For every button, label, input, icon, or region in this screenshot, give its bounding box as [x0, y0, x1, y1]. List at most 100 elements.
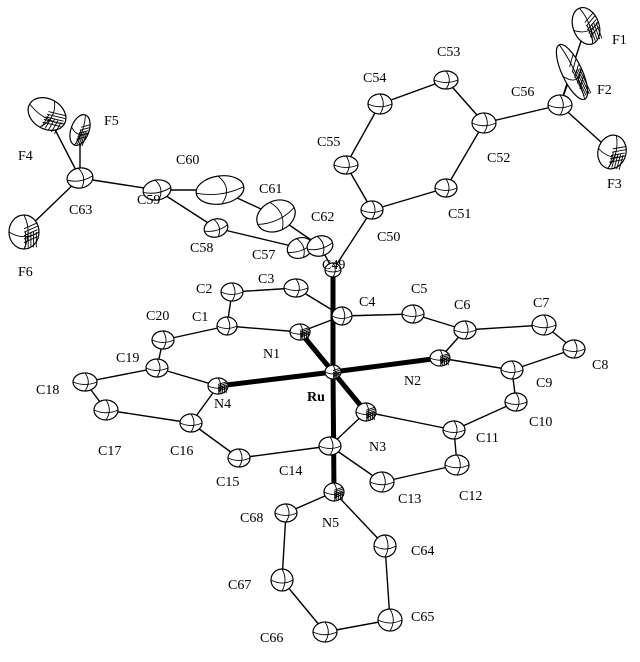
atom-c68: [274, 503, 298, 523]
atom-c6: [453, 320, 477, 340]
atom-label-c67: C67: [228, 578, 251, 593]
atom-c52: [471, 112, 497, 134]
atom-c67: [270, 568, 294, 592]
atom-label-c16: C16: [170, 444, 193, 459]
bond-ru-n5: [330, 369, 337, 495]
bond-c49-c50: [332, 209, 373, 271]
bond-ru-n2: [330, 355, 443, 375]
atom-label-c1: C1: [192, 310, 208, 325]
bond-c16-c17: [105, 409, 192, 424]
bond-c9-n2: [439, 357, 513, 371]
atom-c65: [377, 608, 403, 632]
atom-label-f3: F3: [607, 177, 622, 192]
atom-label-c68: C68: [240, 511, 263, 526]
atom-label-c63: C63: [69, 203, 92, 218]
atom-c5: [401, 304, 425, 324]
atom-label-n3: N3: [369, 440, 386, 455]
atom-c8: [562, 339, 586, 359]
atom-label-c53: C53: [437, 45, 460, 60]
bond-n1-c1: [226, 325, 301, 333]
atom-c20: [151, 330, 175, 350]
atom-label-c4: C4: [359, 295, 375, 310]
atom-label-c3: C3: [258, 272, 274, 287]
atom-label-n5: N5: [322, 516, 339, 531]
atom-c1: [216, 316, 238, 336]
atom-label-c58: C58: [190, 241, 213, 256]
atom-n1: [289, 323, 311, 341]
atom-label-ru: Ru: [307, 390, 325, 405]
atom-n3: [355, 402, 377, 422]
atom-c7: [531, 314, 557, 336]
atom-label-c6: C6: [454, 298, 470, 313]
atom-c12: [444, 454, 470, 476]
atom-c11: [442, 420, 466, 440]
atom-label-c14: C14: [279, 464, 302, 479]
atom-n5: [323, 482, 345, 502]
atom-c10: [504, 392, 528, 412]
atom-label-c2: C2: [196, 282, 212, 297]
bond-c10-c11: [453, 401, 517, 431]
atom-label-c49: C49: [322, 258, 345, 273]
atom-f1: [571, 7, 603, 45]
bond-c52-c56: [483, 104, 561, 124]
atom-label-c60: C60: [176, 153, 199, 168]
atom-label-c50: C50: [377, 230, 400, 245]
atom-c55: [333, 155, 359, 175]
atom-label-c18: C18: [36, 383, 59, 398]
atom-n2: [429, 349, 451, 367]
atom-label-c17: C17: [98, 444, 121, 459]
atom-label-c65: C65: [411, 610, 434, 625]
bond-c58-c57: [215, 227, 301, 249]
atom-label-c55: C55: [317, 135, 340, 150]
atom-c62: [306, 235, 334, 257]
atom-c56: [547, 94, 573, 116]
atom-c18: [72, 372, 98, 392]
atom-label-n4: N4: [214, 397, 231, 412]
atom-label-c64: C64: [411, 544, 434, 559]
atom-c13: [369, 471, 395, 493]
atom-c61: [256, 199, 296, 233]
atom-label-c13: C13: [398, 492, 421, 507]
atom-label-c11: C11: [476, 431, 499, 446]
atom-label-c15: C15: [216, 475, 239, 490]
atom-label-c61: C61: [259, 182, 282, 197]
bond-ru-n4: [215, 369, 336, 389]
atom-c60: [195, 175, 245, 205]
atom-label-c12: C12: [459, 489, 482, 504]
atom-c58: [203, 218, 229, 238]
atom-label-c62: C62: [311, 210, 334, 225]
bond-c11-n3: [365, 411, 455, 431]
atom-label-c19: C19: [116, 351, 139, 366]
bond-c50-c51: [371, 187, 447, 211]
atom-label-f1: F1: [612, 33, 627, 48]
atom-c50: [360, 200, 384, 220]
bond-n5-c64: [333, 491, 386, 547]
atom-c9: [500, 360, 524, 380]
atom-c19: [145, 358, 169, 378]
bond-c12-c13: [381, 464, 458, 483]
bond-c6-c7: [464, 324, 545, 331]
atom-label-c10: C10: [529, 415, 552, 430]
atom-c63: [66, 167, 94, 189]
atom-f5: [69, 114, 91, 147]
atom-c17: [93, 399, 119, 421]
bond-c54-c55: [345, 103, 381, 166]
atom-label-c59: C59: [137, 193, 160, 208]
atom-c4: [331, 306, 353, 326]
atom-label-c7: C7: [533, 296, 549, 311]
atom-label-f5: F5: [104, 114, 119, 129]
atom-label-c54: C54: [363, 71, 386, 86]
bond-c4-c5: [341, 313, 414, 317]
atom-label-c5: C5: [411, 282, 427, 297]
atom-label-c56: C56: [511, 85, 534, 100]
atom-f4: [27, 97, 67, 135]
atom-c53: [433, 70, 459, 90]
atom-label-n1: N1: [263, 347, 280, 362]
atom-c51: [434, 178, 458, 198]
atom-label-c52: C52: [487, 151, 510, 166]
atom-c2: [220, 282, 244, 302]
atom-c54: [367, 93, 393, 115]
atom-layer: [8, 7, 627, 643]
atom-label-f6: F6: [18, 265, 33, 280]
